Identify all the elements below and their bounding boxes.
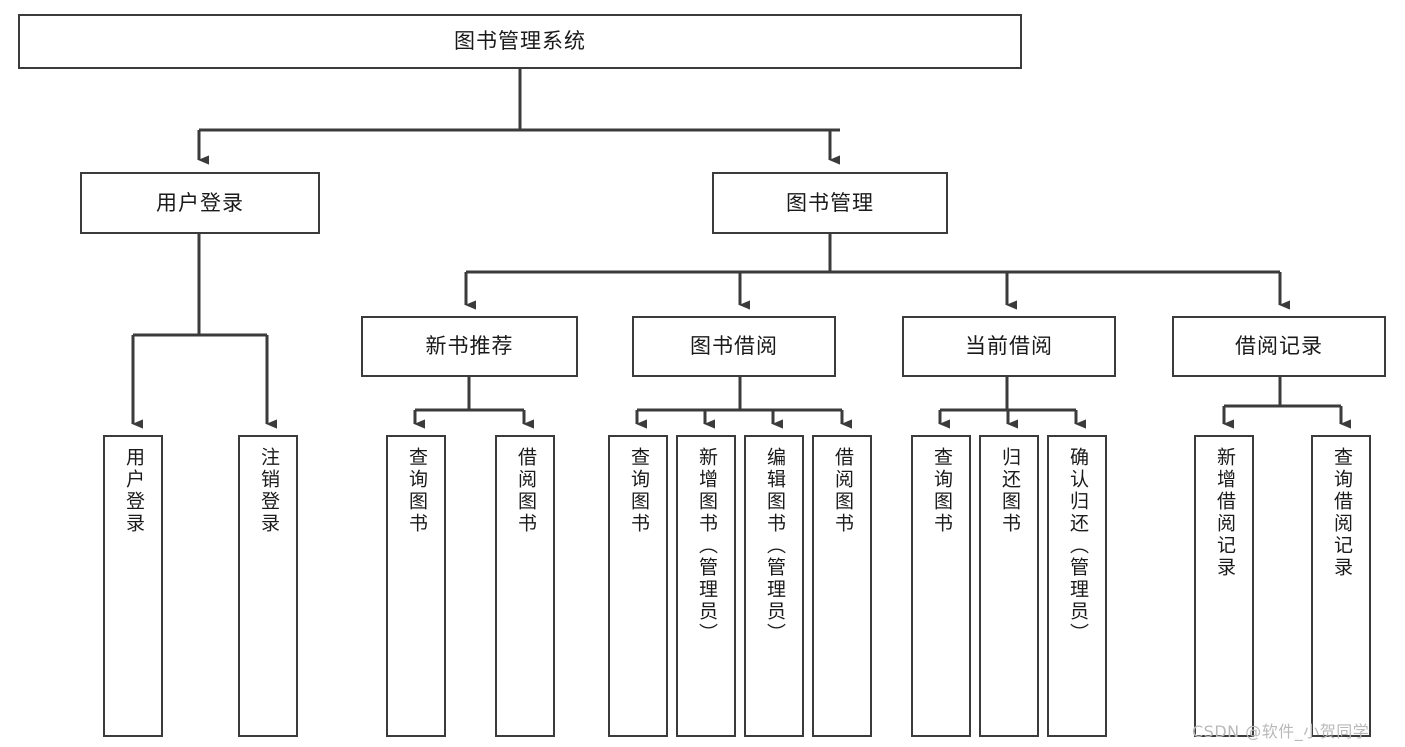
- node-leaf-confirm-return-label: 确认归还（管理员）: [1066, 447, 1089, 645]
- node-leaf-add-record-label: 新增借阅记录: [1213, 447, 1236, 579]
- node-leaf-add-record[interactable]: 新增借阅记录: [1194, 435, 1254, 737]
- node-root[interactable]: 图书管理系统: [18, 14, 1022, 69]
- node-borrow-record[interactable]: 借阅记录: [1172, 316, 1386, 377]
- node-leaf-query-book-2[interactable]: 查询图书: [608, 435, 668, 737]
- node-leaf-user-login-label: 用户登录: [122, 447, 145, 535]
- node-leaf-return-book-label: 归还图书: [998, 447, 1021, 535]
- node-book-borrow-label: 图书借阅: [690, 334, 778, 358]
- node-user-login[interactable]: 用户登录: [80, 172, 320, 234]
- node-leaf-edit-book[interactable]: 编辑图书（管理员）: [744, 435, 804, 737]
- node-leaf-logout-label: 注销登录: [257, 447, 280, 535]
- node-leaf-logout[interactable]: 注销登录: [238, 435, 298, 737]
- node-current-borrow[interactable]: 当前借阅: [902, 316, 1116, 377]
- node-leaf-return-book[interactable]: 归还图书: [979, 435, 1039, 737]
- node-leaf-add-book-label: 新增图书（管理员）: [695, 447, 718, 645]
- node-leaf-add-book[interactable]: 新增图书（管理员）: [676, 435, 736, 737]
- node-book-management[interactable]: 图书管理: [712, 172, 948, 234]
- csdn-watermark: CSDN @软件_小贺同学: [1192, 722, 1370, 741]
- node-leaf-user-login[interactable]: 用户登录: [103, 435, 163, 737]
- node-leaf-borrow-book-2-label: 借阅图书: [831, 447, 854, 535]
- node-user-login-label: 用户登录: [156, 190, 244, 215]
- node-leaf-query-book-3-label: 查询图书: [930, 447, 953, 535]
- node-leaf-borrow-book-2[interactable]: 借阅图书: [812, 435, 872, 737]
- node-current-borrow-label: 当前借阅: [965, 334, 1053, 358]
- node-borrow-record-label: 借阅记录: [1235, 334, 1323, 358]
- node-leaf-query-book-1-label: 查询图书: [405, 447, 428, 535]
- node-new-book-recommend-label: 新书推荐: [425, 334, 514, 358]
- node-new-book-recommend[interactable]: 新书推荐: [361, 316, 578, 377]
- node-leaf-query-book-1[interactable]: 查询图书: [386, 435, 446, 737]
- node-book-management-label: 图书管理: [786, 190, 874, 215]
- node-leaf-confirm-return[interactable]: 确认归还（管理员）: [1047, 435, 1107, 737]
- node-book-borrow[interactable]: 图书借阅: [632, 316, 836, 377]
- node-leaf-borrow-book-1-label: 借阅图书: [514, 447, 537, 535]
- node-leaf-query-record[interactable]: 查询借阅记录: [1311, 435, 1371, 737]
- node-leaf-query-book-3[interactable]: 查询图书: [911, 435, 971, 737]
- node-leaf-edit-book-label: 编辑图书（管理员）: [763, 447, 786, 645]
- node-leaf-query-record-label: 查询借阅记录: [1330, 447, 1353, 579]
- node-leaf-query-book-2-label: 查询图书: [627, 447, 650, 535]
- node-leaf-borrow-book-1[interactable]: 借阅图书: [495, 435, 555, 737]
- node-root-label: 图书管理系统: [454, 29, 586, 53]
